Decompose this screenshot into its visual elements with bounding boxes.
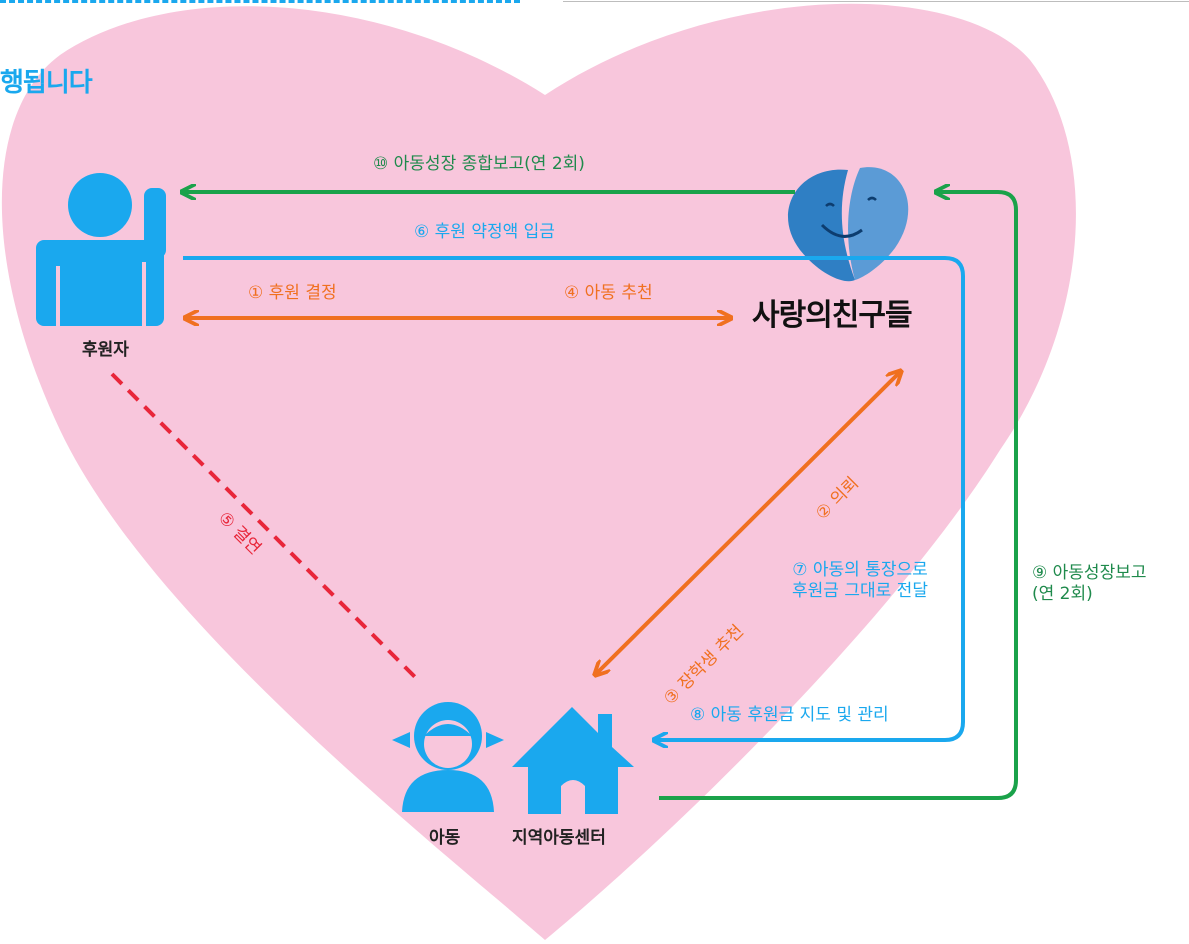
flow-1-label: ① 후원 결정 [248,283,337,303]
sponsor-person-icon [36,173,166,326]
child-label: 아동 [429,828,461,848]
flow-9-line [659,192,1018,800]
section-heading: 행됩니다 [0,68,93,98]
organization-name: 사랑의친구들 [752,298,913,333]
top-rule [563,1,1189,2]
flow-6-label: ⑥ 후원 약정액 입금 [414,222,555,242]
child-icon [392,702,504,812]
flow-7-line1: ⑦ 아동의 통장으로 [792,560,928,580]
flow-5-line [110,372,420,682]
center-house-icon [512,707,634,814]
flow-9-label: ⑨ 아동성장보고 (연 2회) [1032,563,1146,606]
flow-4-label: ④ 아동 추천 [564,283,653,303]
organization-logo-icon [787,167,909,282]
flow-8-label: ⑧ 아동 후원금 지도 및 관리 [690,705,889,725]
flow-9-line1: ⑨ 아동성장보고 [1032,563,1147,583]
flow-2-3-line [596,372,900,674]
flow-7-line2: 후원금 그대로 전달 [792,581,928,602]
center-label: 지역아동센터 [512,828,606,848]
flow-10-label: ⑩ 아동성장 종합보고(연 2회) [373,154,585,174]
flow-7-label: ⑦ 아동의 통장으로 후원금 그대로 전달 [772,560,948,603]
sponsor-label: 후원자 [82,340,129,360]
flow-9-line2: (연 2회) [1032,584,1093,605]
top-dashed-rule [0,0,520,3]
flow-6-8-line [183,256,965,740]
